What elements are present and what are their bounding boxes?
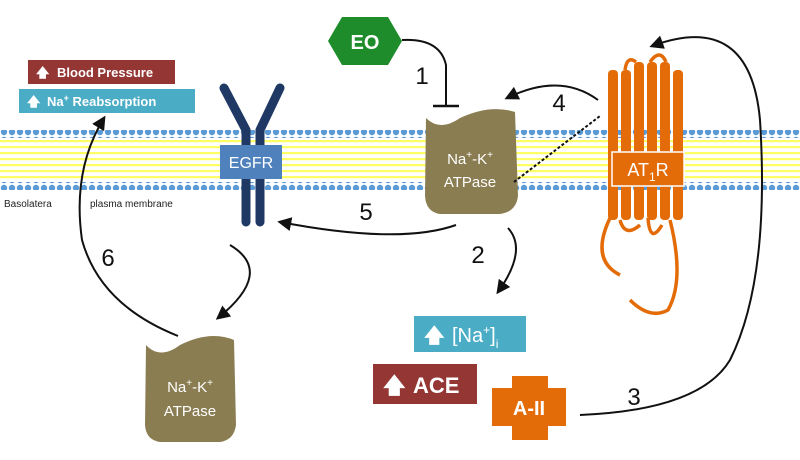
step-5: 5 [359,199,372,226]
arrow-3 [579,35,763,416]
at1r-receptor [600,53,679,316]
step-1: 1 [415,63,428,90]
na-i-badge: 🡅 [Na+]i [414,316,526,352]
membrane-label-right: plasma membrane [90,199,173,210]
step-4: 4 [552,90,565,117]
ace-text: ACE [413,373,459,398]
arrow-egfr-to-atpase [215,244,251,320]
membrane-label-left: Basolatera [4,199,52,210]
egfr-receptor [219,83,285,227]
atpase-top-line1: Na+-K+ [447,150,493,168]
step-3: 3 [627,384,640,411]
arrow-6 [78,115,179,337]
blood-pressure-arrow-icon: 🡅 [36,65,50,80]
arrow-2 [496,227,517,295]
atpase-bottom: Na+-K+ ATPase [145,336,236,442]
blood-pressure-badge: 🡅 Blood Pressure [28,60,175,84]
aii-text: A-II [513,398,545,420]
atpase-bottom-line2: ATPase [164,403,216,420]
arrow-4 [504,84,599,101]
na-i-arrow-icon: 🡅 [424,324,445,347]
aii-cross: A-II [492,376,566,440]
ace-arrow-icon: 🡅 [383,373,406,398]
egfr-label: EGFR [229,155,273,172]
atpase-bottom-line1: Na+-K+ [167,378,213,396]
eo-inhibition-line [401,38,447,105]
at1r-label-box [611,151,685,187]
ace-badge: 🡅 ACE [373,364,477,404]
step-6: 6 [101,245,114,272]
step-2: 2 [471,242,484,269]
arrow-5 [277,217,457,236]
egfr-label-box [220,145,282,179]
atpase-at1r-link [513,115,601,183]
na-reabsorption-badge: 🡅 Na+ Reabsorption [19,89,195,113]
blood-pressure-text: Blood Pressure [57,65,153,80]
na-reabsorption-arrow-icon: 🡅 [27,94,41,109]
eo-label: EO [351,32,380,54]
na-i-text: [Na+]i [452,323,498,351]
at1r-label: AT1R [627,160,668,184]
atpase-top: Na+-K+ ATPase [425,109,518,214]
atpase-top-line2: ATPase [444,174,496,191]
eo-hexagon: EO [328,17,402,65]
na-reabsorption-text: Na+ Reabsorption [47,93,156,109]
